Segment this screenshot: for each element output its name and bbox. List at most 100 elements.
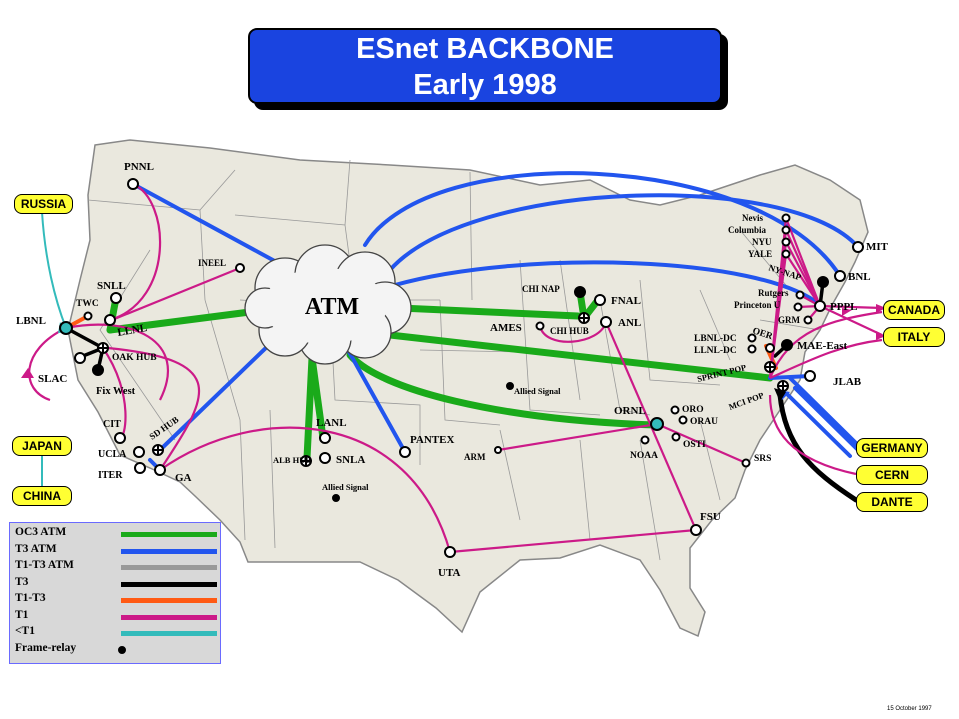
external-germany: GERMANY [856, 438, 928, 458]
legend-label: T1 [15, 608, 29, 621]
external-cern: CERN [856, 465, 928, 485]
node-mit [852, 241, 864, 253]
node-mae-east [781, 339, 793, 351]
legend-row: T1-T3 [15, 592, 217, 608]
title-line-1: ESnet BACKBONE [356, 33, 614, 65]
node-chi-nap [574, 286, 586, 298]
node-ucla [133, 446, 145, 458]
oc3-atm-links [106, 288, 774, 462]
node-oak-hub [97, 342, 109, 354]
legend-label: OC3 ATM [15, 526, 67, 538]
node-slac [74, 352, 86, 364]
node-chi-hub [578, 312, 590, 324]
node-sprint-pop [764, 361, 776, 373]
label-snll: SNLL [97, 280, 126, 292]
node-lanl [319, 432, 331, 444]
legend-label: <T1 [15, 625, 35, 637]
label-columbia: Columbia [728, 225, 767, 235]
label-ineel: INEEL [198, 258, 226, 268]
date-footnote: 15 October 1997 [887, 706, 932, 712]
node-allied-signal-2 [506, 382, 514, 390]
external-japan: JAPAN [12, 436, 72, 456]
legend-line-swatch [121, 548, 217, 554]
label-nyu: NYU [752, 237, 772, 247]
node-pppl [814, 300, 826, 312]
node-ny-nap [817, 276, 829, 288]
label-lbnl: LBNL [16, 315, 46, 327]
label-pnnl: PNNL [124, 161, 154, 173]
legend-line-swatch [121, 581, 217, 587]
label-nevis: Nevis [742, 213, 763, 223]
label-fsu: FSU [700, 511, 721, 523]
node-noaa [640, 435, 650, 445]
node-anl [600, 316, 612, 328]
label-lanl: LANL [316, 417, 347, 429]
legend-line-swatch [121, 565, 217, 570]
node-uta [444, 546, 456, 558]
node-jlab [804, 370, 816, 382]
title-line-2: Early 1998 [413, 69, 557, 101]
label-twc: TWC [76, 299, 99, 309]
label-rutgers: Rutgers [758, 288, 789, 298]
legend-line-swatch [121, 614, 217, 620]
sub-t1-links [41, 211, 67, 488]
node-osti [671, 432, 681, 442]
legend-label: Frame-relay [15, 641, 77, 654]
label-mae-east: MAE-East [797, 340, 847, 352]
node-iter [134, 462, 146, 474]
label-fix-west: Fix West [96, 386, 136, 397]
node-llnl [104, 314, 116, 326]
legend-row: T3 [15, 575, 217, 592]
label-chi-hub: CHI HUB [550, 326, 589, 336]
label-srs: SRS [754, 454, 771, 464]
label-arm: ARM [464, 452, 486, 462]
node-princeton [793, 302, 803, 312]
node-grm [803, 315, 813, 325]
node-srs [741, 458, 751, 468]
label-snla: SNLA [336, 454, 365, 466]
label-oak-hub: OAK HUB [112, 353, 157, 363]
label-pppl: PPPL [830, 301, 858, 313]
legend-row: Frame-relay [15, 642, 215, 658]
node-sd-hub [152, 444, 164, 456]
node-alb-hub [300, 455, 312, 467]
label-pantex: PANTEX [410, 434, 454, 446]
node-ornl [650, 417, 664, 431]
node-lbnl-dc [747, 333, 757, 343]
node-snll [110, 292, 122, 304]
node-pnnl [127, 178, 139, 190]
label-cit: CIT [103, 419, 121, 430]
label-iter: ITER [98, 470, 123, 481]
legend-line-swatch [121, 598, 217, 603]
label-llnl-dc: LLNL-DC [694, 346, 737, 356]
label-ucla: UCLA [98, 449, 127, 460]
label-chi-nap: CHI NAP [522, 284, 560, 294]
node-ga [154, 464, 166, 476]
label-mit: MIT [866, 241, 889, 253]
frame-relay-dot-icon [118, 645, 126, 654]
label-lbnl-dc: LBNL-DC [694, 334, 737, 344]
node-snla [319, 452, 331, 464]
label-oro: ORO [682, 405, 704, 415]
node-pantex [399, 446, 411, 458]
external-italy: ITALY [883, 327, 945, 347]
label-fnal: FNAL [611, 295, 641, 307]
atm-cloud: ATM [244, 244, 412, 365]
node-ineel [235, 263, 245, 273]
label-anl: ANL [618, 317, 641, 329]
arrowheads [21, 304, 886, 402]
external-dante: DANTE [856, 492, 928, 512]
external-canada: CANADA [883, 300, 945, 320]
node-fsu [690, 524, 702, 536]
legend-label: T1-T3 ATM [15, 559, 74, 571]
label-ames: AMES [490, 322, 522, 334]
legend-label: T3 [15, 575, 29, 588]
label-princeton: Princeton U [734, 300, 781, 310]
label-alb-hub: ALB HUB [273, 455, 311, 465]
hub-nodes [97, 312, 789, 467]
node-nevis [781, 213, 791, 223]
legend-label: T3 ATM [15, 542, 57, 555]
node-fix-west [92, 364, 104, 376]
